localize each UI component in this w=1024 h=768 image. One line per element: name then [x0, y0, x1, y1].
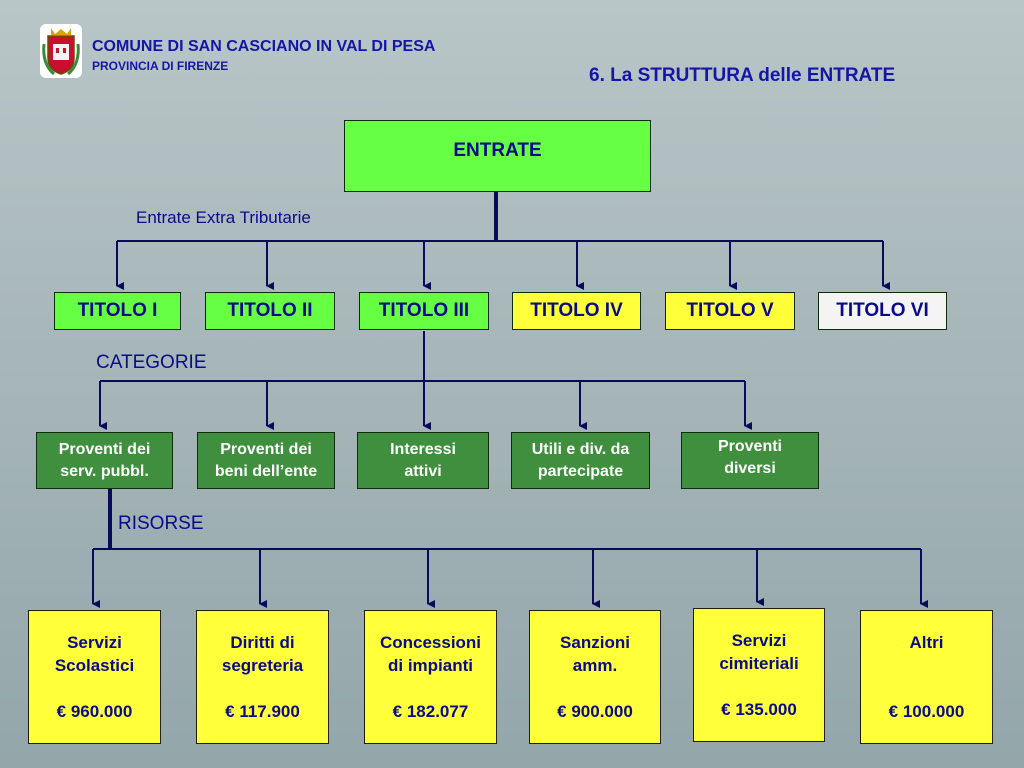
categoria-line2: beni dell’ente: [214, 462, 318, 480]
categoria-line1: Proventi: [717, 437, 782, 455]
titolo-label: TITOLO III: [378, 300, 470, 321]
label-categorie: CATEGORIE: [96, 352, 207, 373]
root-node-label: ENTRATE: [453, 140, 542, 161]
categoria-line2: attivi: [404, 462, 442, 480]
provincia-name: PROVINCIA DI FIRENZE: [92, 59, 229, 73]
categoria-node: Utili e div. da partecipate: [511, 432, 650, 489]
categoria-line2: serv. pubbl.: [60, 462, 149, 480]
categoria-node: Interessi attivi: [357, 432, 489, 489]
root-node-entrate: ENTRATE: [344, 120, 651, 192]
categoria-line2: diversi: [724, 459, 776, 477]
risorsa-amount: € 117.900: [225, 702, 300, 721]
titolo-label: TITOLO I: [77, 300, 158, 321]
risorsa-node: Sanzioni amm. € 900.000: [529, 610, 661, 744]
categoria-node: Proventi dei serv. pubbl.: [36, 432, 173, 489]
categoria-line1: Utili e div. da: [531, 440, 630, 458]
categoria-node: Proventi dei beni dell’ente: [197, 432, 335, 489]
risorsa-line1: Sanzioni: [560, 633, 630, 652]
titolo-node: TITOLO IV: [512, 292, 641, 330]
risorsa-line1: Servizi: [67, 633, 122, 652]
comune-name: COMUNE DI SAN CASCIANO IN VAL DI PESA: [92, 38, 436, 55]
risorsa-amount: € 135.000: [721, 700, 797, 719]
titolo-node: TITOLO II: [205, 292, 335, 330]
risorsa-node: Servizi Scolastici € 960.000: [28, 610, 161, 744]
categoria-line2: partecipate: [537, 462, 624, 480]
risorsa-node: Servizi cimiteriali € 135.000: [693, 608, 825, 742]
risorsa-line2: amm.: [572, 656, 618, 675]
titolo-label: TITOLO II: [227, 300, 313, 321]
risorsa-line2: di impianti: [388, 656, 473, 675]
categoria-line1: Interessi: [390, 440, 456, 458]
risorsa-line1: Concessioni: [379, 633, 482, 652]
risorsa-line2: cimiteriali: [719, 654, 799, 673]
risorsa-node: Diritti di segreteria € 117.900: [196, 610, 329, 744]
risorsa-line1: Diritti di: [230, 633, 295, 652]
slide-title: 6. La STRUTTURA delle ENTRATE: [589, 65, 896, 86]
categoria-line1: Proventi dei: [220, 440, 312, 458]
label-entrate-extra-tributarie: Entrate Extra Tributarie: [136, 208, 311, 227]
risorsa-amount: € 900.000: [557, 702, 633, 721]
titolo-label: TITOLO IV: [530, 300, 623, 321]
label-risorse: RISORSE: [118, 513, 204, 534]
titolo-node: TITOLO V: [665, 292, 795, 330]
risorsa-line1: Servizi: [731, 631, 787, 650]
titolo-label: TITOLO V: [686, 300, 774, 321]
categoria-node: Proventi diversi: [681, 432, 819, 489]
titolo-node: TITOLO III: [359, 292, 489, 330]
titolo-node: TITOLO VI: [818, 292, 947, 330]
risorsa-line2: segreteria: [221, 656, 304, 675]
risorsa-line1: Altri: [909, 633, 944, 652]
municipal-crest-logo: [40, 24, 82, 78]
titolo-label: TITOLO VI: [836, 300, 929, 321]
risorsa-node: Altri € 100.000: [860, 610, 993, 744]
risorsa-amount: € 960.000: [56, 702, 133, 721]
risorsa-amount: € 100.000: [888, 702, 965, 721]
risorsa-node: Concessioni di impianti € 182.077: [364, 610, 497, 744]
risorsa-line2: [861, 654, 992, 677]
risorsa-line2: Scolastici: [54, 656, 135, 675]
titolo-node: TITOLO I: [54, 292, 181, 330]
categoria-line1: Proventi dei: [58, 440, 151, 458]
risorsa-amount: € 182.077: [392, 702, 469, 721]
